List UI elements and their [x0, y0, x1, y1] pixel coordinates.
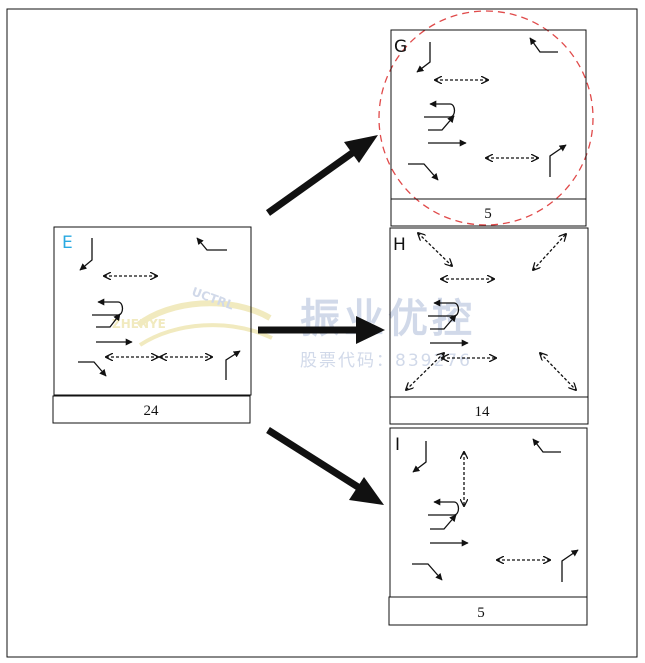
watermark-company-text: 振业优控	[300, 296, 476, 342]
panel-h-count-box	[389, 396, 589, 425]
watermark-swoosh	[136, 300, 272, 328]
panel-h-count: 14	[475, 404, 491, 420]
panel-i-signals	[412, 438, 579, 582]
left-turn-arrow-icon	[196, 237, 227, 251]
right-turn-arrow-icon	[408, 163, 439, 181]
panel-h: H 14	[389, 227, 589, 425]
left-turn-arrow-icon	[430, 314, 457, 330]
panel-i-box	[389, 427, 588, 598]
panel-i-count-box	[388, 596, 588, 626]
panel-g-box	[390, 29, 587, 200]
u-turn-arrow-icon	[428, 498, 460, 516]
left-turn-arrow-icon	[428, 115, 455, 131]
right-turn-arrow-icon	[549, 144, 567, 177]
diagonal-pedestrian-icon	[418, 233, 452, 266]
panel-g: G 5	[390, 29, 587, 227]
panel-e-signals	[78, 237, 241, 380]
panel-e: E 24	[52, 226, 252, 424]
watermark-latin-text: ZHENYE	[112, 317, 166, 331]
panel-h-signals	[406, 233, 576, 390]
diagonal-pedestrian-icon	[533, 234, 566, 270]
arrow-e-to-i	[266, 427, 384, 505]
transition-arrows	[258, 135, 385, 505]
panel-e-letter: E	[62, 233, 73, 253]
outer-frame	[6, 8, 638, 658]
left-turn-arrow-icon	[532, 438, 561, 453]
panel-i: I 5	[388, 427, 588, 626]
diagonal-pedestrian-icon	[540, 353, 576, 390]
left-turn-arrow-icon	[96, 313, 121, 328]
panel-e-count: 24	[144, 403, 160, 419]
left-turn-arrow-icon	[412, 441, 427, 473]
right-turn-arrow-icon	[412, 563, 443, 581]
left-turn-arrow-icon	[529, 37, 558, 53]
panel-i-count: 5	[477, 605, 485, 621]
panel-g-signals	[408, 37, 567, 181]
panel-g-count: 5	[484, 206, 492, 222]
watermark-arc-text: UCTRL	[190, 285, 236, 313]
u-turn-arrow-icon	[92, 298, 124, 316]
left-turn-arrow-icon	[416, 42, 431, 73]
arrow-e-to-h	[258, 316, 385, 344]
arrow-e-to-g	[265, 135, 378, 216]
u-turn-arrow-icon	[424, 100, 456, 118]
left-turn-arrow-icon	[430, 514, 457, 530]
diagonal-pedestrian-icon	[406, 353, 444, 390]
panel-g-count-box	[390, 198, 587, 227]
left-turn-arrow-icon	[79, 238, 93, 271]
panel-i-letter: I	[395, 435, 400, 455]
right-turn-arrow-icon	[561, 549, 579, 582]
watermark-stock-text: 股票代码：839276	[300, 351, 472, 371]
panel-e-box	[53, 226, 252, 396]
highlight-circle	[378, 10, 594, 226]
panel-e-count-box	[52, 395, 251, 424]
right-turn-arrow-icon	[78, 361, 107, 377]
right-turn-arrow-icon	[225, 350, 241, 380]
panel-h-letter: H	[393, 235, 406, 255]
panel-g-letter: G	[394, 37, 407, 57]
